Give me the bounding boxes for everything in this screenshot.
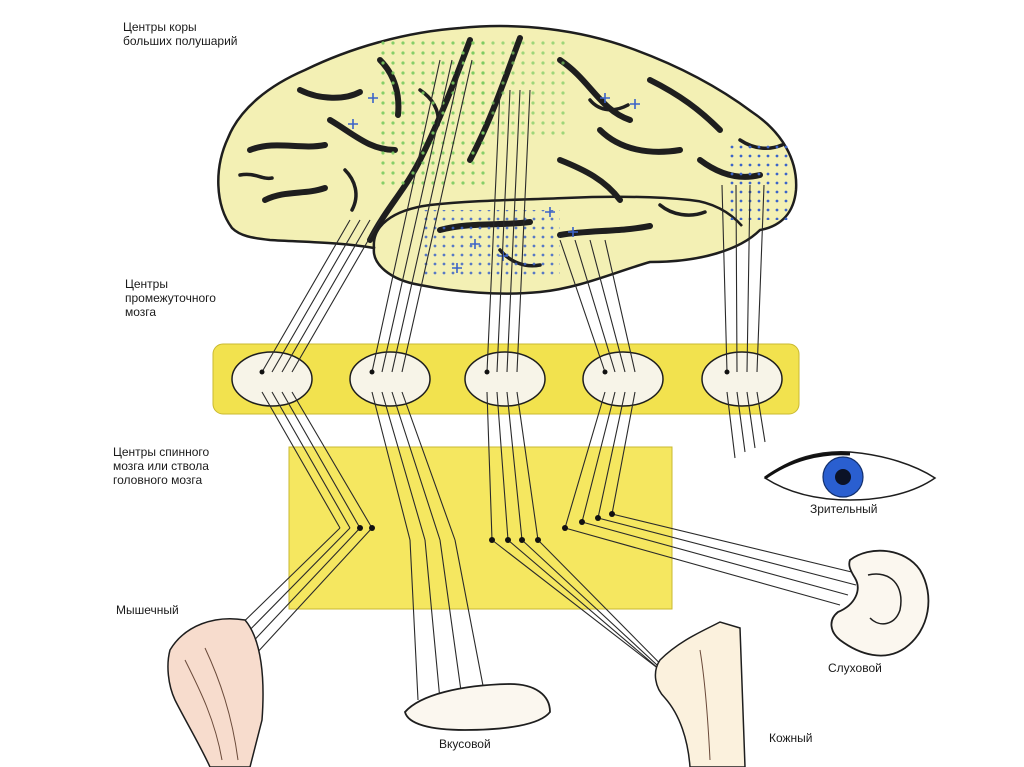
ear-illustration [830, 549, 930, 657]
label-spinal-centers: Центры спинного мозга или ствола головно… [113, 445, 210, 487]
skin-illustration [654, 621, 746, 767]
diencephalon-band [212, 343, 800, 415]
label-muscular: Мышечный [116, 603, 179, 617]
muscle-illustration [167, 618, 264, 767]
synapse-dots [259, 369, 730, 543]
label-visual: Зрительный [810, 502, 878, 516]
tongue-illustration [404, 683, 551, 731]
label-diencephalon-centers: Центры промежуточного мозга [125, 277, 216, 319]
eye-illustration [763, 450, 937, 501]
label-cortex-centers: Центры коры больших полушарий [123, 20, 238, 48]
label-auditory: Слуховой [828, 661, 882, 675]
label-taste: Вкусовой [439, 737, 491, 751]
spinal-centers-box [288, 446, 673, 610]
nerve-pathways [224, 59, 865, 701]
label-skin: Кожный [769, 731, 813, 745]
